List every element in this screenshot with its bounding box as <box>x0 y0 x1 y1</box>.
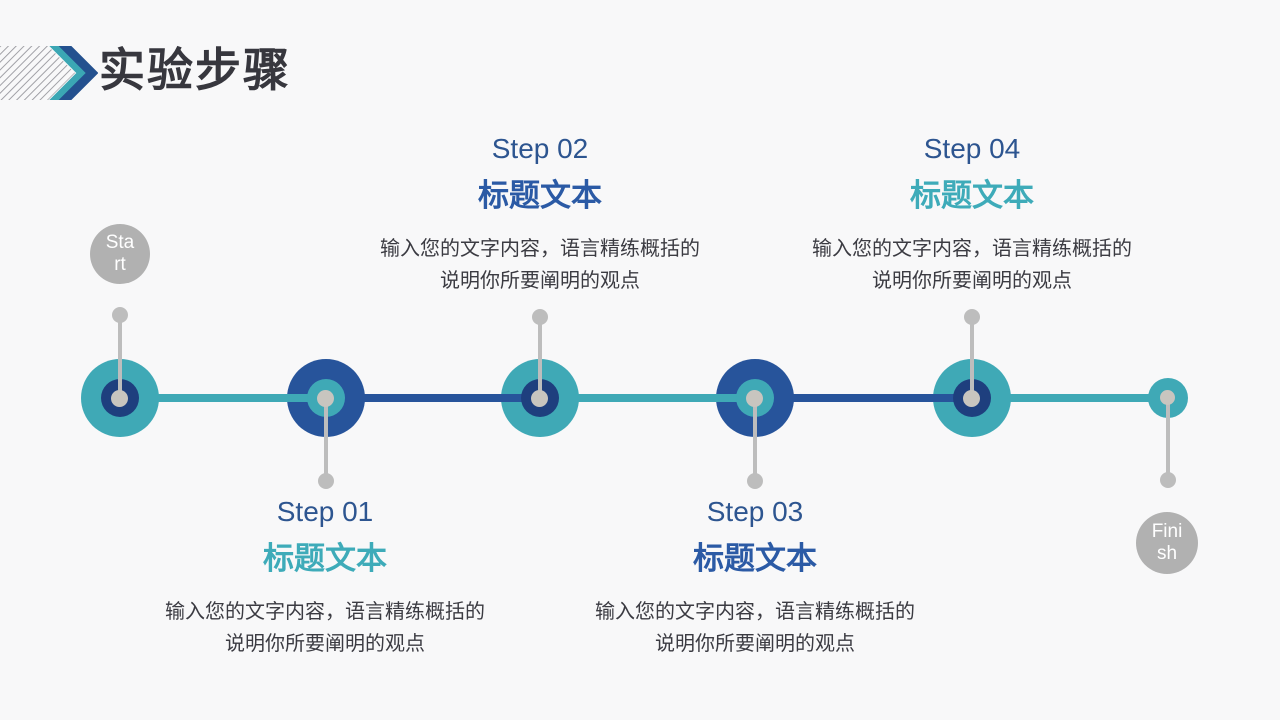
step-01-description: 输入您的文字内容，语言精练概括的 说明你所要阐明的观点 <box>115 596 535 660</box>
step-02-title: 标题文本 <box>478 178 602 213</box>
step-04-description: 输入您的文字内容，语言精练概括的 说明你所要阐明的观点 <box>762 233 1182 297</box>
step-03-block: Step 03 标题文本 输入您的文字内容，语言精练概括的 说明你所要阐明的观点 <box>545 496 965 660</box>
step-04-block: Step 04 标题文本 输入您的文字内容，语言精练概括的 说明你所要阐明的观点 <box>762 133 1182 297</box>
connector-step-01-dot <box>318 473 334 489</box>
timeline-node-5-dot <box>963 390 980 407</box>
step-01-title: 标题文本 <box>263 541 387 576</box>
timeline-node-4-dot <box>746 390 763 407</box>
connector-step-03 <box>753 398 757 481</box>
step-03-description: 输入您的文字内容，语言精练概括的 说明你所要阐明的观点 <box>545 596 965 660</box>
finish-circle: Finish <box>1136 512 1198 574</box>
step-04-label: Step 04 <box>923 133 1021 164</box>
connector-step-02 <box>538 315 542 398</box>
step-01-block: Step 01 标题文本 输入您的文字内容，语言精练概括的 说明你所要阐明的观点 <box>115 496 535 660</box>
connector-start <box>118 313 122 398</box>
connector-finish <box>1166 398 1170 480</box>
header-decoration <box>0 46 98 100</box>
timeline-segment-3 <box>540 394 755 402</box>
timeline-segment-4 <box>755 394 972 402</box>
step-02-label: Step 02 <box>491 133 589 164</box>
start-circle: Start <box>90 224 150 284</box>
step-01-label: Step 01 <box>276 496 374 527</box>
step-02-block: Step 02 标题文本 输入您的文字内容，语言精练概括的 说明你所要阐明的观点 <box>330 133 750 297</box>
step-01-description-line2: 说明你所要阐明的观点 <box>225 633 425 655</box>
timeline-segment-5 <box>972 394 1168 402</box>
connector-finish-dot <box>1160 472 1176 488</box>
timeline-node-1-dot <box>111 390 128 407</box>
step-02-description-line1: 输入您的文字内容，语言精练概括的 <box>380 238 700 260</box>
step-02-description-line2: 说明你所要阐明的观点 <box>440 270 640 292</box>
page-title: 实验步骤 <box>99 44 291 96</box>
step-03-title: 标题文本 <box>693 541 817 576</box>
timeline-node-2-dot <box>317 390 334 407</box>
connector-step-04 <box>970 315 974 398</box>
timeline-segment-1 <box>120 394 326 402</box>
chevron-right-icon-blue <box>58 46 98 100</box>
connector-step-03-dot <box>747 473 763 489</box>
connector-start-dot <box>112 307 128 323</box>
chevron-right-icon-teal <box>49 46 88 100</box>
step-03-description-line2: 说明你所要阐明的观点 <box>655 633 855 655</box>
connector-step-04-dot <box>964 309 980 325</box>
step-02-description: 输入您的文字内容，语言精练概括的 说明你所要阐明的观点 <box>330 233 750 297</box>
finish-label: Finish <box>1151 521 1183 564</box>
step-04-description-line2: 说明你所要阐明的观点 <box>872 270 1072 292</box>
step-04-title: 标题文本 <box>910 178 1034 213</box>
connector-step-01 <box>324 398 328 481</box>
start-label: Start <box>105 232 135 275</box>
step-01-description-line1: 输入您的文字内容，语言精练概括的 <box>165 601 485 623</box>
timeline-end-node-dot <box>1160 390 1175 405</box>
step-03-description-line1: 输入您的文字内容，语言精练概括的 <box>595 601 915 623</box>
step-04-description-line1: 输入您的文字内容，语言精练概括的 <box>812 238 1132 260</box>
connector-step-02-dot <box>532 309 548 325</box>
timeline-segment-2 <box>326 394 540 402</box>
step-03-label: Step 03 <box>706 496 804 527</box>
timeline-node-3-dot <box>531 390 548 407</box>
stripes-icon <box>0 46 75 100</box>
